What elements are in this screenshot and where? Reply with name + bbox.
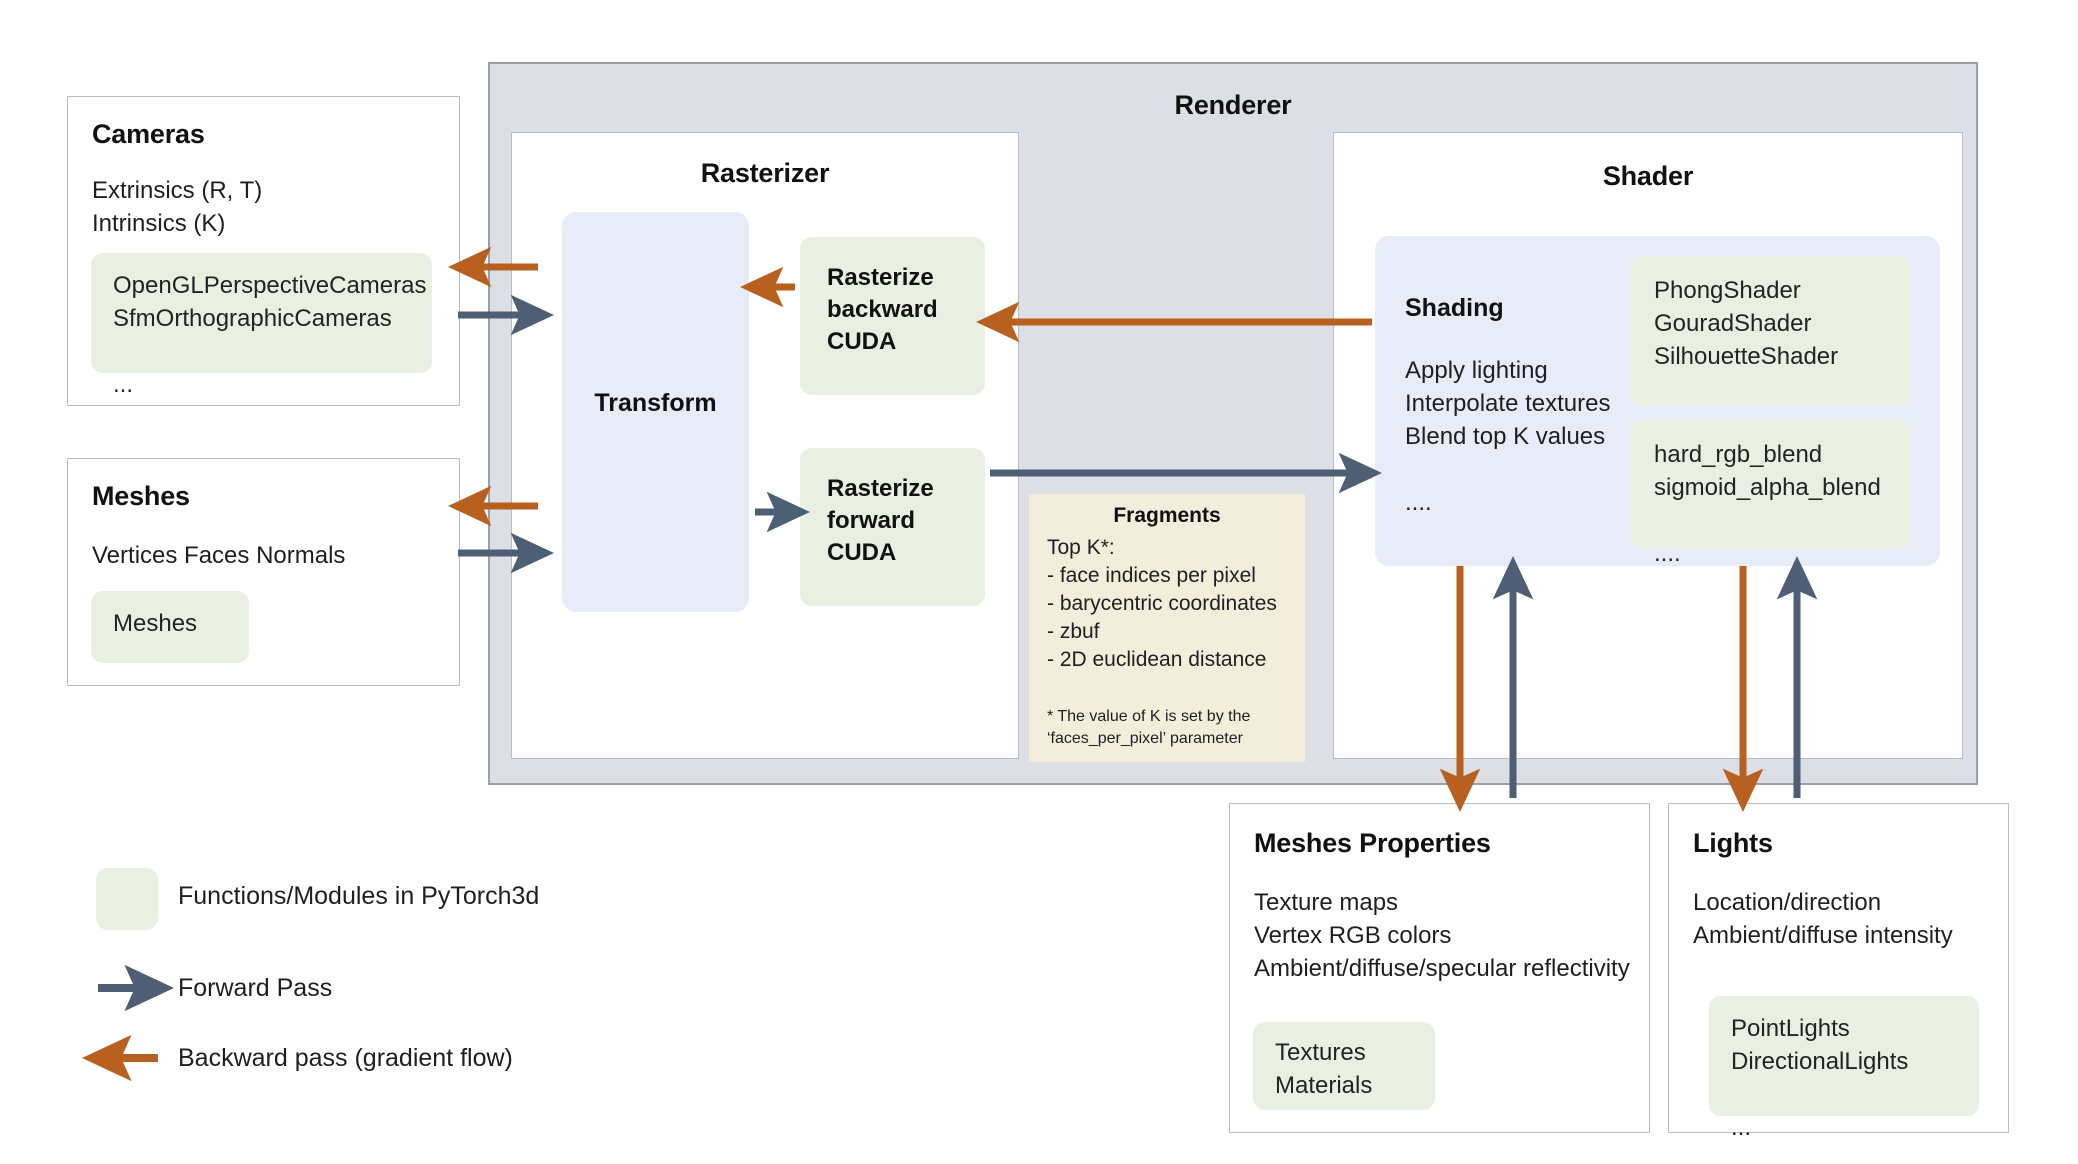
shader-modules-list: PhongShader GouradShader SilhouetteShade…	[1654, 277, 1839, 436]
shading-body: Apply lighting Interpolate textures Blen…	[1405, 357, 1611, 516]
meshes-properties-modules-block: Textures Materials	[1253, 1022, 1435, 1110]
cameras-properties: Extrinsics (R, T) Intrinsics (K)	[92, 177, 263, 237]
cameras-modules-block: OpenGLPerspectiveCameras SfmOrthographic…	[91, 253, 432, 398]
cameras-panel: Cameras Extrinsics (R, T) Intrinsics (K)…	[67, 96, 460, 406]
shading-block: Shading Apply lighting Interpolate textu…	[1375, 236, 1940, 567]
meshes-panel: Meshes Vertices Faces Normals Meshes	[67, 458, 460, 686]
renderer-title: Renderer	[1174, 90, 1292, 120]
lights-modules-block: PointLights DirectionalLights ...	[1709, 996, 1979, 1141]
rasterize-forward-block: Rasterize forward CUDA	[800, 448, 985, 606]
blend-modules-list: hard_rgb_blend sigmoid_alpha_blend ....	[1654, 441, 1881, 567]
fragments-body: Top K*: - face indices per pixel - baryc…	[1047, 536, 1277, 671]
lights-title: Lights	[1693, 828, 1773, 858]
rasterizer-title: Rasterizer	[700, 158, 830, 188]
legend-backward-label: Backward pass (gradient flow)	[178, 1044, 513, 1072]
rasterize-forward-label: Rasterize forward CUDA	[827, 475, 934, 566]
cameras-modules-list: OpenGLPerspectiveCameras SfmOrthographic…	[113, 272, 427, 398]
shader-modules-block: PhongShader GouradShader SilhouetteShade…	[1630, 256, 1910, 436]
rasterize-backward-block: Rasterize backward CUDA	[800, 237, 985, 395]
fragments-title: Fragments	[1113, 504, 1221, 527]
lights-properties-list: Location/direction Ambient/diffuse inten…	[1693, 889, 1953, 949]
transform-label: Transform	[594, 389, 717, 417]
meshes-properties-panel: Meshes Properties Texture maps Vertex RG…	[1229, 803, 1650, 1133]
lights-panel: Lights Location/direction Ambient/diffus…	[1668, 803, 2009, 1141]
meshes-title: Meshes	[92, 481, 190, 511]
fragments-block: Fragments Top K*: - face indices per pix…	[1029, 494, 1305, 762]
rasterize-backward-label: Rasterize backward CUDA	[827, 264, 938, 355]
meshes-modules-list: Meshes	[113, 610, 198, 637]
shader-title: Shader	[1602, 161, 1694, 191]
legend: Functions/Modules in PyTorch3d Forward P…	[96, 868, 656, 1098]
lights-modules-list: PointLights DirectionalLights ...	[1731, 1015, 1909, 1141]
meshes-properties: Vertices Faces Normals	[92, 542, 346, 569]
shading-label: Shading	[1405, 294, 1504, 322]
meshes-modules-block: Meshes	[91, 591, 249, 663]
transform-block: Transform	[562, 212, 749, 612]
legend-swatch-label: Functions/Modules in PyTorch3d	[178, 882, 540, 910]
fragments-note: * The value of K is set by the ‘faces_pe…	[1047, 708, 1251, 747]
cameras-title: Cameras	[92, 119, 205, 149]
legend-swatch-icon	[96, 868, 158, 930]
meshes-properties-list: Texture maps Vertex RGB colors Ambient/d…	[1254, 889, 1630, 1048]
legend-forward-label: Forward Pass	[178, 974, 333, 1002]
meshes-properties-modules-list: Textures Materials	[1275, 1039, 1373, 1099]
blend-modules-block: hard_rgb_blend sigmoid_alpha_blend ....	[1630, 420, 1910, 567]
meshes-properties-title: Meshes Properties	[1254, 828, 1491, 858]
